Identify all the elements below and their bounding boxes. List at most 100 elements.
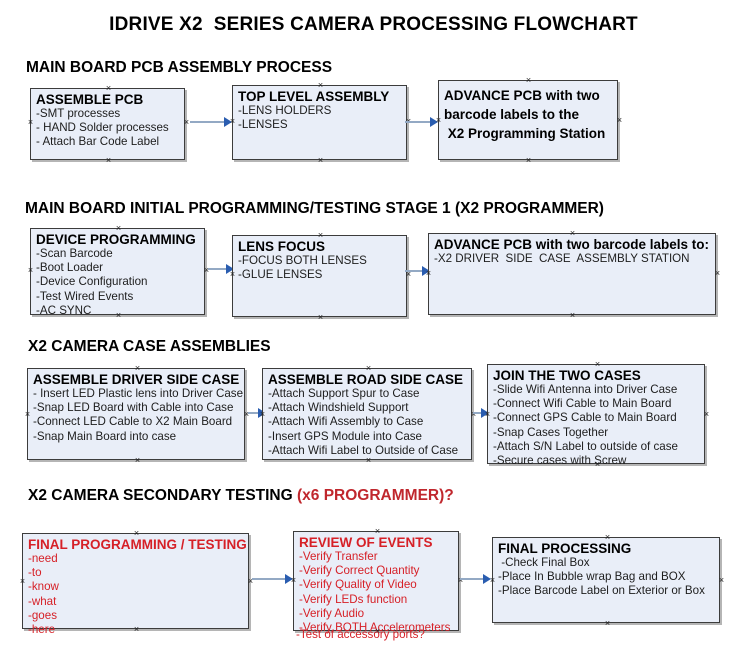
node-line: -Verify Transfer	[299, 550, 378, 563]
connection-handle-right[interactable]	[405, 271, 412, 278]
node-top-level-assembly[interactable]: TOP LEVEL ASSEMBLY -LENS HOLDERS -LENSES	[232, 85, 407, 160]
connection-handle-right[interactable]	[714, 270, 721, 277]
connection-handle-top[interactable]	[317, 82, 324, 89]
connection-handle-right[interactable]	[718, 577, 725, 584]
node-line: -to	[28, 566, 42, 580]
connection-handle-top[interactable]	[133, 530, 140, 537]
node-line: -LENSES	[238, 118, 288, 132]
connection-handle-right[interactable]	[703, 411, 710, 418]
connection-handle-top[interactable]	[317, 232, 324, 239]
page-title: IDRIVE X2 SERIES CAMERA PROCESSING FLOWC…	[109, 14, 638, 35]
connection-handle-left[interactable]	[290, 577, 297, 584]
node-content: TOP LEVEL ASSEMBLY -LENS HOLDERS -LENSES	[238, 89, 404, 132]
node-line: -Attach Wifi Label to Outside of Case	[268, 443, 459, 457]
node-title-line: barcode labels to the	[444, 107, 580, 122]
connection-handle-top[interactable]	[115, 225, 122, 232]
connection-handle-bottom[interactable]	[594, 461, 601, 468]
node-content: FINAL PROCESSING -Check Final Box -Place…	[498, 541, 717, 599]
node-assemble-driver-side-case[interactable]: ASSEMBLE DRIVER SIDE CASE - Insert LED P…	[27, 368, 245, 460]
node-line: - Attach Bar Code Label	[36, 135, 160, 149]
node-line: -Verify Audio	[299, 606, 365, 620]
node-join-the-two-cases[interactable]: JOIN THE TWO CASES -Slide Wifi Antenna i…	[484, 361, 705, 467]
node-line: -Attach Wifi Assembly to Case	[268, 415, 424, 429]
node-line: -Check Final Box	[498, 556, 590, 569]
node-final-programming-testing[interactable]: FINAL PROGRAMMING / TESTING -need -to -k…	[19, 530, 249, 636]
node-line: -SMT processes	[36, 107, 121, 120]
node-assemble-pcb[interactable]: ASSEMBLE PCB -SMT processes - HAND Solde…	[30, 88, 185, 160]
node-title: FINAL PROGRAMMING / TESTING	[28, 537, 247, 552]
node-advance-pcb-programming-station[interactable]: ADVANCE PCB with two barcode labels to t…	[438, 80, 618, 160]
section-heading-main-board-pcb-assembly: MAIN BOARD PCB ASSEMBLY PROCESS	[26, 59, 333, 76]
node-title: TOP LEVEL ASSEMBLY	[238, 89, 390, 104]
node-line: -Attach Windshield Support	[268, 401, 409, 415]
connection-handle-left[interactable]	[229, 271, 236, 278]
connection-handle-bottom[interactable]	[105, 157, 112, 164]
connection-handle-right[interactable]	[616, 117, 623, 124]
connection-handle-top[interactable]	[365, 365, 372, 372]
connection-handle-left[interactable]	[425, 270, 432, 277]
node-line: -Verify BOTH Accelerometers	[299, 621, 451, 635]
node-line: -Secure cases with Screw	[493, 454, 627, 468]
section-heading-main-board-initial-programming: MAIN BOARD INITIAL PROGRAMMING/TESTING S…	[25, 200, 604, 217]
node-line: -Insert GPS Module into Case	[268, 429, 423, 443]
node-line: -Connect LED Cable to X2 Main Board	[33, 415, 233, 429]
node-advance-pcb-driver-side-case[interactable]: ADVANCE PCB with two barcode labels to: …	[428, 233, 716, 315]
node-line: -Connect Wifi Cable to Main Board	[493, 397, 672, 411]
connection-handle-left[interactable]	[19, 578, 26, 585]
connection-handle-left[interactable]	[435, 117, 442, 124]
connection-handle-bottom[interactable]	[115, 312, 122, 319]
node-line: -Attach S/N Label to outside of case	[493, 439, 678, 453]
node-final-processing[interactable]: FINAL PROCESSING -Check Final Box -Place…	[492, 537, 720, 623]
connection-handle-left[interactable]	[484, 411, 491, 418]
node-review-of-events[interactable]: REVIEW OF EVENTS -Verify Transfer -Verif…	[290, 528, 459, 634]
connection-handle-left[interactable]	[27, 119, 34, 126]
node-line: -Snap Main Board into case	[33, 429, 177, 443]
node-line: -X2 DRIVER SIDE CASE ASSEMBLY STATION	[434, 252, 690, 265]
node-device-programming[interactable]: DEVICE PROGRAMMING -Scan Barcode -Boot L…	[27, 225, 205, 317]
connector-arrowhead-icon	[224, 117, 232, 127]
section-heading-x2-camera-case-assemblies: X2 CAMERA CASE ASSEMBLIES	[28, 338, 271, 355]
connection-handle-bottom[interactable]	[134, 457, 141, 464]
connection-handle-top[interactable]	[525, 77, 532, 84]
connection-handle-left[interactable]	[259, 411, 266, 418]
connection-handle-bottom[interactable]	[317, 314, 324, 321]
section-heading-accent: (x6 PROGRAMMER)?	[297, 487, 454, 504]
connection-handle-left[interactable]	[489, 577, 496, 584]
node-line: -know	[28, 580, 59, 594]
connector-line	[460, 578, 488, 580]
node-title: JOIN THE TWO CASES	[493, 368, 641, 383]
connection-handle-top[interactable]	[569, 230, 576, 237]
connection-handle-right[interactable]	[183, 119, 190, 126]
node-title: ASSEMBLE DRIVER SIDE CASE	[33, 372, 240, 387]
node-line: -here	[28, 623, 56, 637]
node-line: -GLUE LENSES	[238, 268, 323, 282]
connection-handle-left[interactable]	[27, 267, 34, 274]
connection-handle-bottom[interactable]	[365, 457, 372, 464]
connection-handle-top[interactable]	[134, 365, 141, 372]
connection-handle-bottom[interactable]	[317, 157, 324, 164]
connector-line	[252, 578, 290, 580]
connection-handle-bottom[interactable]	[569, 312, 576, 319]
connection-handle-top[interactable]	[594, 361, 601, 368]
node-line: -AC SYNC	[36, 303, 92, 317]
node-content: REVIEW OF EVENTS -Verify Transfer -Verif…	[299, 535, 456, 635]
connection-handle-top[interactable]	[604, 534, 611, 541]
node-title-line: X2 Programming Station	[444, 126, 606, 141]
connection-handle-bottom[interactable]	[604, 620, 611, 627]
node-line: -Connect GPS Cable to Main Board	[493, 411, 677, 425]
node-lens-focus[interactable]: LENS FOCUS -FOCUS BOTH LENSES -GLUE LENS…	[232, 235, 407, 317]
connection-handle-left[interactable]	[229, 118, 236, 125]
connection-handle-left[interactable]	[24, 411, 31, 418]
connector-arrowhead-icon	[483, 574, 491, 584]
node-line: -Slide Wifi Antenna into Driver Case	[493, 383, 678, 396]
node-assemble-road-side-case[interactable]: ASSEMBLE ROAD SIDE CASE -Attach Support …	[262, 368, 472, 460]
connection-handle-top[interactable]	[105, 85, 112, 92]
node-line: -Verify LEDs function	[299, 592, 408, 606]
node-line: - HAND Solder processes	[36, 121, 169, 135]
connection-handle-bottom[interactable]	[133, 626, 140, 633]
connection-handle-top[interactable]	[374, 528, 381, 535]
node-content: LENS FOCUS -FOCUS BOTH LENSES -GLUE LENS…	[238, 239, 404, 282]
connector-arrowhead-icon	[285, 574, 293, 584]
node-title: DEVICE PROGRAMMING	[36, 232, 196, 247]
connection-handle-bottom[interactable]	[525, 157, 532, 164]
